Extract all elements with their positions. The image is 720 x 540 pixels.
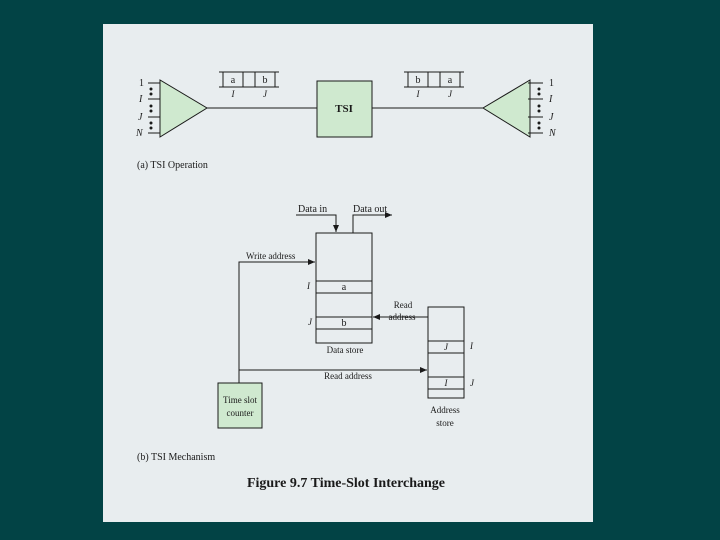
input-ellipsis-dots (149, 87, 153, 130)
data-in-arrow (296, 214, 339, 232)
data-store-index: I (306, 281, 311, 291)
data-store-index: J (308, 317, 313, 327)
tsi-box (316, 80, 373, 138)
demultiplexer-triangle (482, 79, 531, 138)
output-ellipsis-dots (537, 87, 541, 130)
read-address-label-top: Read (394, 300, 413, 310)
address-store-index: J (470, 378, 475, 388)
part-a-caption: (a) TSI Operation (137, 160, 208, 171)
data-out-arrow (352, 212, 392, 233)
input-line-label: I (138, 94, 143, 105)
data-out-label: Data out (353, 204, 387, 215)
output-slot-index: J (448, 89, 453, 99)
part-b-caption: (b) TSI Mechanism (137, 452, 215, 463)
address-store-cell: J (444, 342, 449, 352)
output-line-label: N (548, 128, 557, 139)
input-line-label: J (138, 112, 143, 123)
address-store-label-2: store (436, 418, 454, 428)
read-address-label-bottom: address (389, 312, 416, 322)
read-address-label: Read address (324, 371, 372, 381)
input-slot-value: b (263, 75, 268, 86)
output-slot-index: I (416, 89, 421, 99)
data-in-label: Data in (298, 204, 327, 215)
input-line-label: N (135, 128, 144, 139)
part-a-tsi-operation: 1 I J N a b I J (135, 71, 557, 171)
part-b-tsi-mechanism: Data in Data out a b I J Data store Writ… (137, 204, 475, 463)
output-slot-value: b (416, 75, 421, 86)
output-line-label: J (549, 112, 554, 123)
data-store (315, 232, 373, 344)
address-store-cell: I (444, 378, 449, 388)
input-slot-index: I (231, 89, 236, 99)
tsi-label: TSI (335, 103, 353, 115)
multiplexer-triangle (159, 79, 208, 138)
address-store-label-1: Address (430, 405, 460, 415)
data-store-cell: a (342, 282, 347, 293)
output-lines (528, 82, 543, 134)
data-store-cell: b (342, 318, 347, 329)
time-slot-counter (217, 382, 263, 429)
input-slot-index: J (263, 89, 268, 99)
figure-title: Figure 9.7 Time-Slot Interchange (247, 476, 445, 491)
input-line-label: 1 (139, 78, 144, 89)
output-line-label: I (548, 94, 553, 105)
input-frame (219, 71, 279, 88)
write-address-arrow (238, 259, 315, 383)
counter-label-1: Time slot (223, 395, 257, 405)
data-store-label: Data store (327, 345, 364, 355)
write-address-label: Write address (246, 251, 296, 261)
output-line-label: 1 (549, 78, 554, 89)
counter-label-2: counter (227, 408, 254, 418)
address-store-index: I (469, 341, 474, 351)
output-frame (404, 71, 464, 88)
input-slot-value: a (231, 75, 236, 86)
output-slot-value: a (448, 75, 453, 86)
